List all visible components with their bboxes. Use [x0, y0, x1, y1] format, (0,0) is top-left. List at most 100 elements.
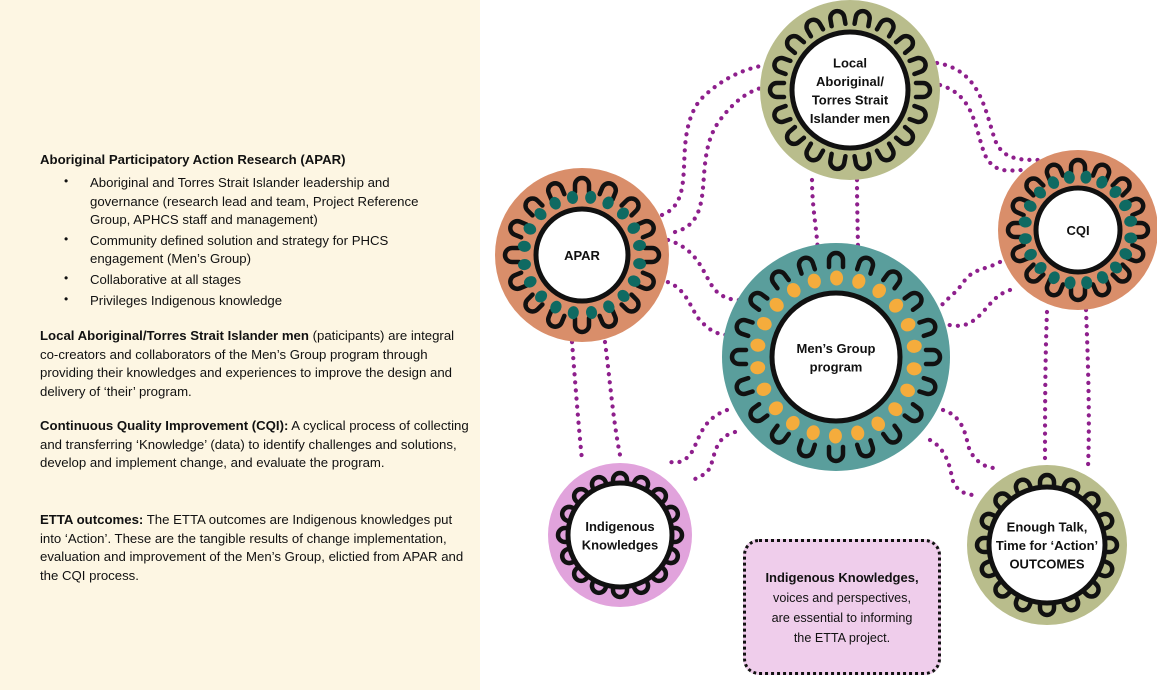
dot-symbol [1034, 261, 1047, 275]
dot-symbol [786, 283, 801, 298]
u-shape-symbol [852, 151, 872, 172]
etta-description: The ETTA outcomes are Indigenous knowled… [40, 512, 464, 583]
dot-symbol [585, 306, 598, 319]
dot-symbol [750, 338, 766, 352]
u-shape-symbol [979, 511, 1001, 533]
u-shape-symbol [635, 218, 656, 240]
u-shape-symbol [572, 315, 592, 335]
u-shape-symbol [826, 444, 846, 464]
dot-symbol [888, 298, 904, 313]
description-panel: Aboriginal Participatory Action Research… [0, 0, 480, 690]
dot-symbol [518, 258, 531, 271]
dot-symbol [1064, 276, 1076, 290]
u-shape-symbol [502, 245, 522, 265]
dot-symbol [806, 425, 820, 441]
dot-symbol [627, 222, 641, 234]
u-shape-symbol [597, 308, 619, 329]
connector-dotted-line [665, 407, 730, 465]
dot-symbol [757, 316, 772, 331]
u-shape-symbol [1124, 242, 1146, 264]
dot-symbol [769, 297, 784, 312]
connector-dotted-line [659, 62, 768, 218]
node-label: Islander men [810, 111, 890, 126]
dot-symbol [1124, 215, 1138, 227]
u-shape-symbol [571, 561, 594, 584]
dot-symbol [1033, 186, 1047, 199]
u-shape-symbol [923, 347, 943, 367]
u-shape-symbol [767, 80, 787, 100]
apar-bullet: Aboriginal and Torres Strait Islander le… [62, 172, 462, 230]
apar-bullet: Collaborative at all stages [62, 269, 462, 290]
connector-dotted-line [602, 339, 623, 458]
dot-symbol [633, 239, 646, 252]
u-shape-symbol [629, 474, 651, 496]
connector-dotted-line [1042, 309, 1050, 468]
local-men-paragraph: Local Aboriginal/Torres Strait Islander … [40, 327, 470, 401]
u-shape-symbol [748, 401, 770, 424]
dot-symbol [768, 401, 784, 416]
u-shape-symbol [902, 401, 924, 424]
node-label: Torres Strait [812, 92, 889, 107]
dot-symbol [1096, 175, 1108, 189]
dot-symbol [523, 276, 537, 288]
u-shape-symbol [642, 245, 662, 265]
connector-dotted-line [657, 277, 736, 338]
connector-dotted-line [940, 407, 998, 471]
note-line: the ETTA project. [793, 631, 891, 645]
u-shape-symbol [874, 17, 896, 39]
node-center [769, 290, 903, 424]
note-line: are essential to informing [771, 611, 913, 625]
u-shape-symbol [1010, 196, 1032, 218]
u-shape-symbol [874, 141, 896, 163]
u-shape-symbol [734, 375, 755, 397]
node-center [986, 484, 1108, 606]
dot-symbol [807, 273, 821, 289]
dot-symbol [828, 428, 842, 444]
node-label: Men’s Group [797, 341, 876, 356]
u-shape-symbol [784, 33, 807, 56]
u-shape-symbol [784, 124, 807, 147]
dot-symbol [906, 362, 922, 376]
u-shape-symbol [854, 438, 876, 459]
etta-paragraph: ETTA outcomes: The ETTA outcomes are Ind… [40, 511, 470, 585]
u-shape-symbol [1090, 162, 1112, 184]
etta-term: ETTA outcomes: [40, 512, 144, 527]
dot-symbol [1048, 271, 1060, 285]
u-shape-symbol [1068, 157, 1088, 177]
u-shape-symbol [1044, 162, 1066, 184]
cqi-description: A cyclical process of collecting and tra… [40, 418, 469, 471]
apar-bullet: Community defined solution and strategy … [62, 230, 462, 269]
apar-bullet-list: Aboriginal and Torres Strait Islander le… [62, 172, 462, 312]
dot-symbol [852, 273, 866, 289]
u-shape-symbol [1037, 472, 1057, 492]
u-shape-symbol [646, 561, 669, 584]
dot-symbol [1124, 232, 1138, 244]
u-shape-symbol [993, 577, 1015, 599]
u-shape-symbol [1110, 176, 1132, 198]
node-label: Aboriginal/ [816, 74, 884, 89]
dot-symbol [523, 223, 537, 235]
dot-symbol [1096, 271, 1109, 284]
u-shape-symbol [769, 423, 792, 445]
connector-dotted-line [939, 259, 1003, 308]
note-line: voices and perspectives, [773, 591, 911, 605]
u-shape-symbol [828, 151, 848, 172]
dot-symbol [900, 383, 915, 398]
u-shape-symbol [559, 504, 581, 526]
dot-symbol [830, 270, 844, 286]
u-shape-symbol [1093, 557, 1115, 579]
dot-symbol [1080, 170, 1092, 184]
u-shape-symbol [646, 486, 669, 509]
u-shape-symbol [508, 218, 529, 240]
u-shape-symbol [1124, 196, 1146, 218]
u-shape-symbol [659, 544, 681, 566]
u-shape-symbol [748, 290, 770, 313]
u-shape-symbol [993, 491, 1015, 513]
u-shape-symbol [974, 535, 994, 555]
node-label: Knowledges [582, 537, 659, 552]
dot-symbol [1023, 200, 1037, 212]
u-shape-symbol [729, 347, 749, 367]
u-shape-symbol [1079, 577, 1101, 599]
